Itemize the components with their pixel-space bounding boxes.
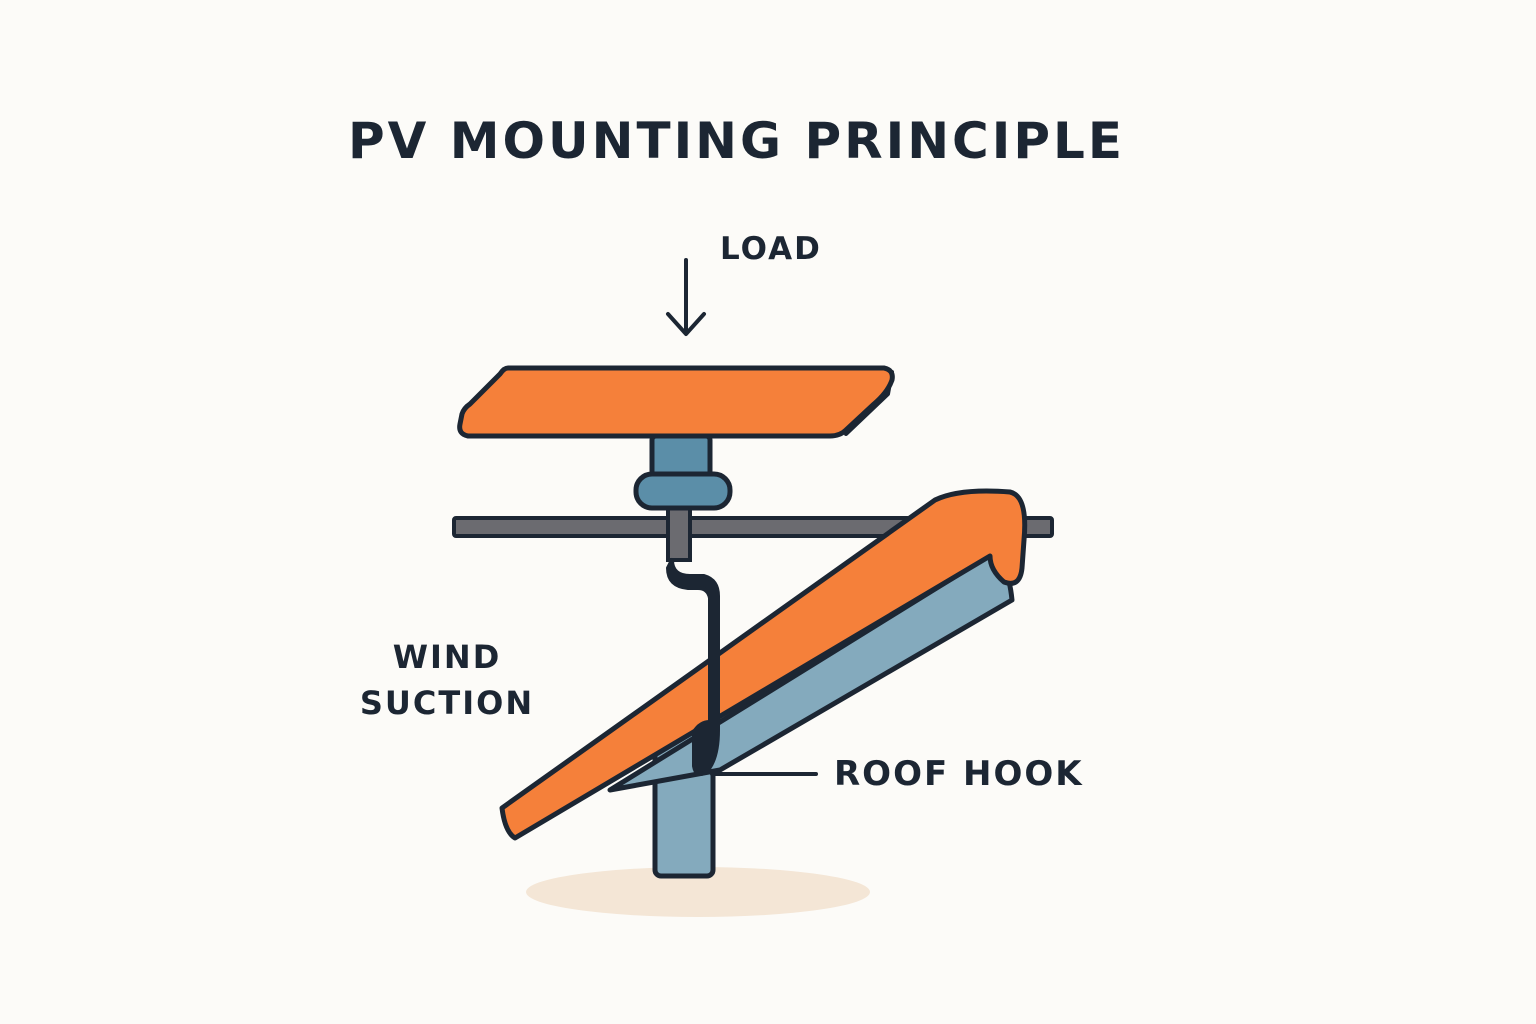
roof-hook-label: ROOF HOOK	[834, 754, 1084, 794]
wind-label-line2: SUCTION	[359, 684, 535, 722]
clamp-stem	[666, 503, 692, 562]
roof-rafter	[499, 488, 1028, 841]
roof-hook	[666, 558, 720, 776]
ground-shadow	[526, 867, 870, 917]
diagram-title: PV MOUNTING PRINCIPLE	[348, 112, 1126, 170]
load-label: LOAD	[720, 231, 822, 267]
clamp-base	[633, 471, 733, 511]
pv-panel	[457, 365, 895, 439]
wind-suction-label: WIND SUCTION	[355, 634, 539, 726]
wind-label-line1: WIND	[392, 638, 502, 676]
load-arrow-head	[666, 312, 706, 336]
